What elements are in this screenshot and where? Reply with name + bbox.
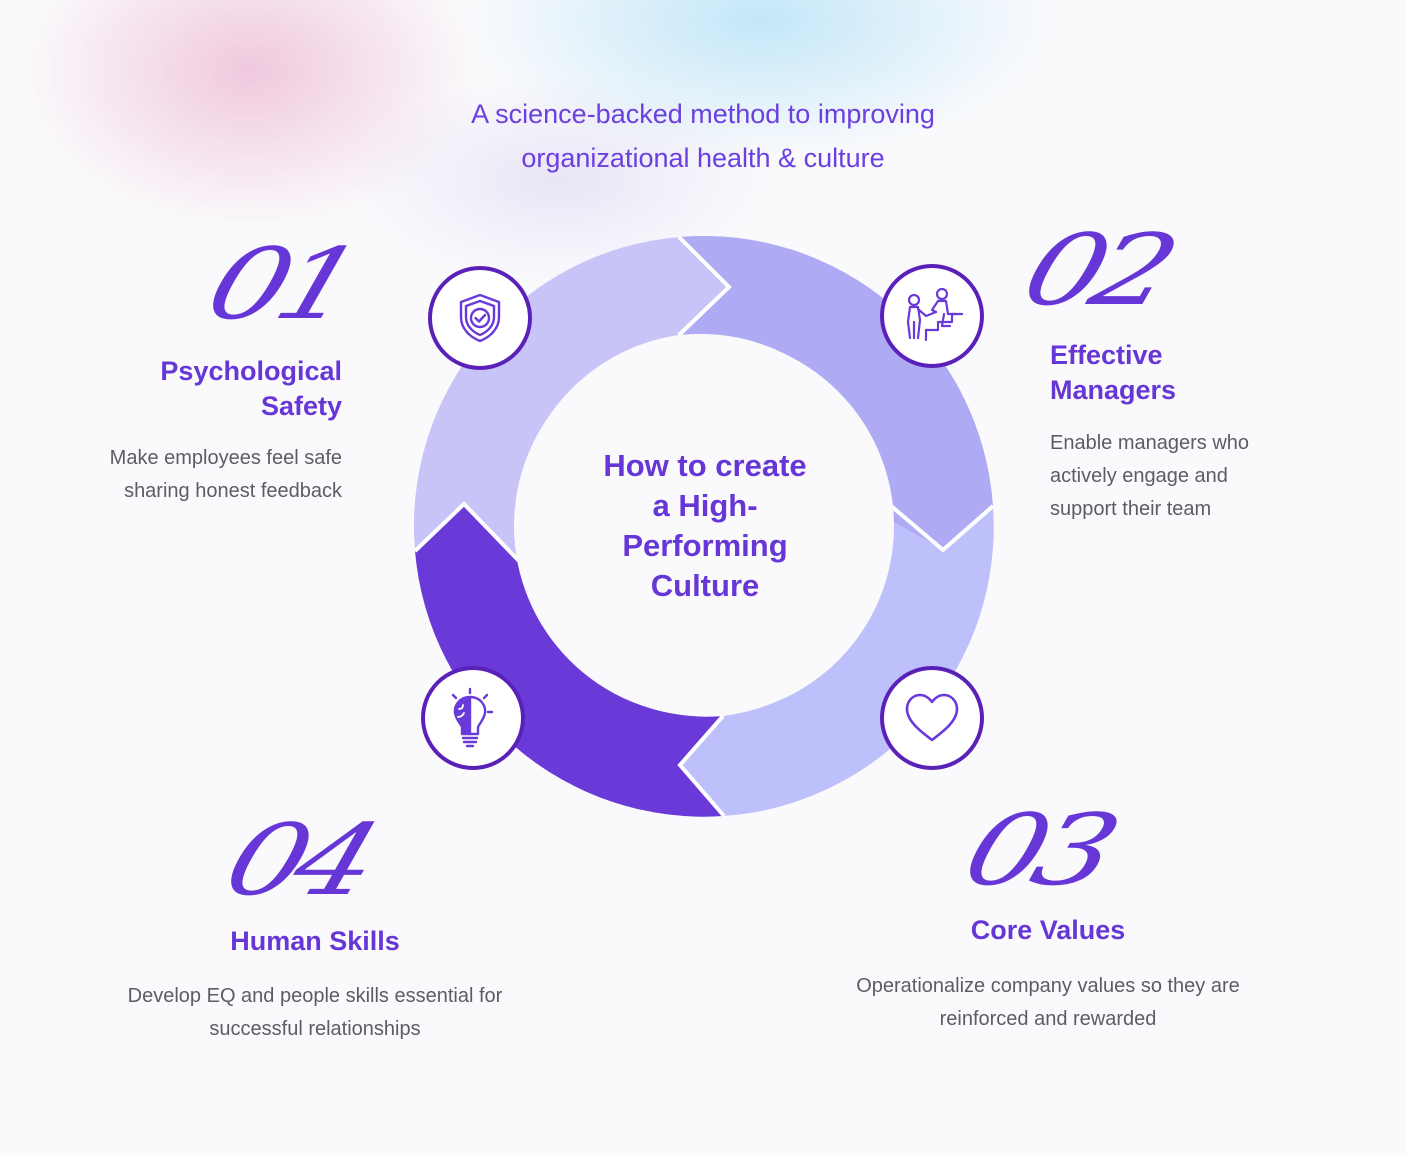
step-2-desc-line-2: actively engage and (1050, 465, 1228, 487)
center-line-2: a High- (652, 488, 758, 523)
center-line-3: Performing (622, 528, 788, 563)
headline: A science-backed method to improving org… (353, 92, 1053, 180)
center-line-4: Culture (650, 568, 760, 603)
brain-bulb-icon (421, 666, 525, 770)
step-title-effective-managers: Effective Managers (1050, 338, 1350, 408)
step-desc-effective-managers: Enable managers who actively engage and … (1050, 427, 1350, 526)
center-line-1: How to create (603, 448, 807, 483)
step-4-title-line-1: Human Skills (230, 926, 400, 956)
segment-top-left (413, 237, 729, 562)
step-1-title-line-1: Psychological (160, 356, 342, 386)
step-3-desc-line-1: Operationalize company values so they ar… (856, 975, 1240, 997)
step-2-desc-line-3: support their team (1050, 498, 1212, 520)
step-number-02: 02 (1009, 214, 1183, 328)
cycle-diagram (413, 235, 995, 818)
step-desc-core-values: Operationalize company values so they ar… (798, 970, 1298, 1036)
step-3-desc-line-2: reinforced and rewarded (939, 1008, 1157, 1030)
center-title: How to create a High- Performing Culture (560, 446, 850, 606)
segment-divider-left (413, 501, 522, 564)
step-number-04: 04 (211, 804, 385, 918)
headline-line-1: A science-backed method to improving (471, 99, 935, 129)
step-title-human-skills: Human Skills (115, 924, 515, 959)
segment-divider-top (677, 235, 732, 337)
step-desc-human-skills: Develop EQ and people skills essential f… (65, 980, 565, 1046)
step-2-desc-line-1: Enable managers who (1050, 432, 1250, 454)
shield-check-icon (428, 266, 532, 370)
segment-bottom-left (415, 504, 724, 817)
step-number-01: 01 (193, 228, 367, 342)
step-desc-psychological-safety: Make employees feel safe sharing honest … (42, 442, 342, 508)
heart-icon (880, 666, 984, 770)
step-title-core-values: Core Values (848, 913, 1248, 948)
step-1-desc-line-2: sharing honest feedback (124, 480, 342, 502)
step-2-title-line-2: Managers (1050, 375, 1177, 405)
segment-divider-right (888, 503, 995, 553)
step-4-desc-line-2: successful relationships (209, 1018, 421, 1040)
step-1-desc-line-1: Make employees feel safe (109, 447, 342, 469)
step-3-title-line-1: Core Values (970, 915, 1126, 945)
segment-divider-bottom (677, 714, 726, 818)
step-4-desc-line-1: Develop EQ and people skills essential f… (127, 985, 503, 1007)
helping-hand-icon (880, 264, 984, 368)
center-disc (514, 336, 894, 716)
step-2-title-line-1: Effective (1050, 340, 1163, 370)
segment-top-right (679, 235, 993, 551)
step-title-psychological-safety: Psychological Safety (42, 354, 342, 424)
headline-line-2: organizational health & culture (521, 143, 885, 173)
step-1-title-line-2: Safety (260, 391, 342, 421)
